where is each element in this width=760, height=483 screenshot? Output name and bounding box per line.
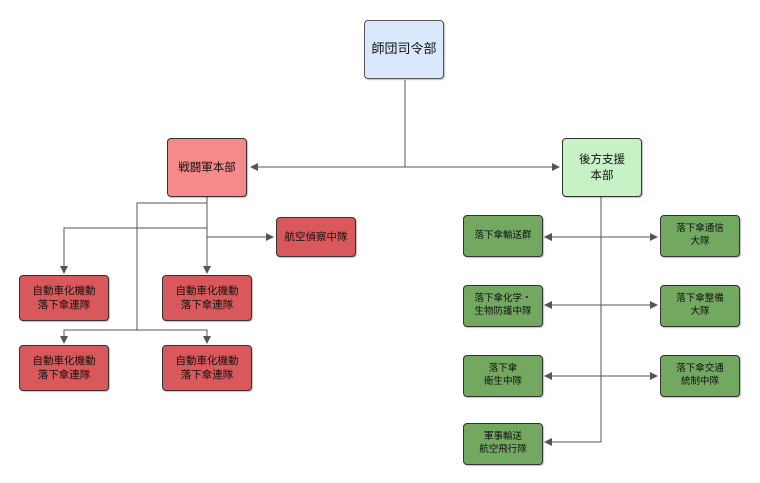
edge-hq-to-combat: [250, 80, 406, 171]
motorized-regiment-4-label: 自動車化機動 落下傘連隊: [175, 354, 239, 381]
edge-combat-to-motorized-3: [60, 197, 208, 344]
edge-logistics-trunk: [544, 197, 602, 446]
motorized-regiment-3-label: 自動車化機動 落下傘連隊: [32, 354, 96, 381]
division-hq-label: 師団司令部: [371, 41, 437, 57]
para-medical-company-node[interactable]: 落下傘 衛生中隊: [463, 355, 543, 397]
motorized-regiment-1-label: 自動車化機動 落下傘連隊: [32, 284, 96, 311]
edge-combat-to-aviation-recon: [206, 228, 274, 241]
para-traffic-control-company-node[interactable]: 落下傘交通 統制中隊: [660, 355, 740, 397]
edge-combat-to-motorized-1: [60, 197, 208, 274]
logistics-hq-node[interactable]: 後方支援 本部: [562, 138, 642, 197]
military-transport-aviation-label: 軍事輸送 航空飛行隊: [479, 431, 527, 455]
logistics-hq-label: 後方支援 本部: [579, 151, 625, 182]
para-maintenance-battalion-label: 落下傘整備 大隊: [676, 293, 724, 317]
para-cbrn-company-label: 落下傘化学・ 生物防護中隊: [474, 293, 532, 317]
para-transport-group-node[interactable]: 落下傘輸送群: [463, 215, 543, 257]
combat-group-hq-node[interactable]: 戦闘軍本部: [167, 138, 247, 197]
para-transport-group-label: 落下傘輸送群: [474, 229, 532, 241]
combat-group-hq-label: 戦闘軍本部: [178, 159, 236, 174]
military-transport-aviation-node[interactable]: 軍事輸送 航空飛行隊: [463, 423, 543, 465]
aviation-recon-label: 航空偵察中隊: [284, 230, 348, 243]
para-cbrn-company-node[interactable]: 落下傘化学・ 生物防護中隊: [463, 285, 543, 327]
para-medical-company-label: 落下傘 衛生中隊: [483, 363, 522, 387]
para-signal-battalion-label: 落下傘通信 大隊: [676, 223, 724, 247]
edge-combat-to-motorized-4: [137, 329, 211, 344]
motorized-regiment-1-node[interactable]: 自動車化機動 落下傘連隊: [19, 275, 109, 321]
para-signal-battalion-node[interactable]: 落下傘通信 大隊: [660, 215, 740, 257]
para-traffic-control-company-label: 落下傘交通 統制中隊: [676, 363, 724, 387]
aviation-recon-node[interactable]: 航空偵察中隊: [276, 217, 356, 257]
motorized-regiment-4-node[interactable]: 自動車化機動 落下傘連隊: [162, 345, 252, 391]
motorized-regiment-2-label: 自動車化機動 落下傘連隊: [175, 284, 239, 311]
motorized-regiment-3-node[interactable]: 自動車化機動 落下傘連隊: [19, 345, 109, 391]
division-hq-node[interactable]: 師団司令部: [364, 20, 444, 79]
motorized-regiment-2-node[interactable]: 自動車化機動 落下傘連隊: [162, 275, 252, 321]
para-maintenance-battalion-node[interactable]: 落下傘整備 大隊: [660, 285, 740, 327]
